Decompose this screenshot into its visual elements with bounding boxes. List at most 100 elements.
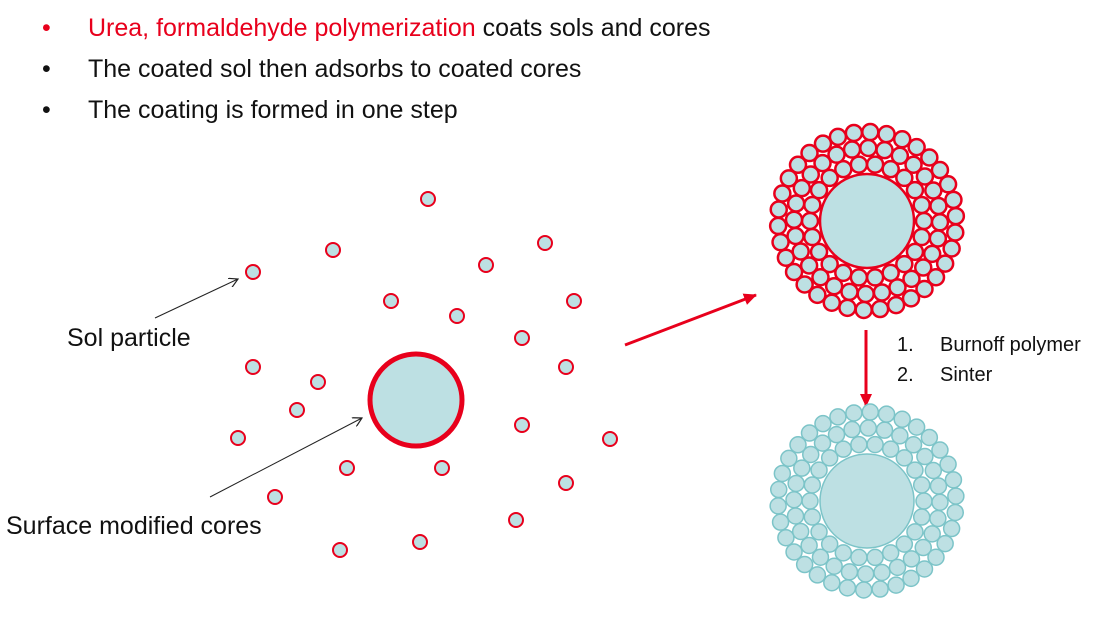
coating-particle (793, 459, 811, 477)
coating-particle (828, 127, 848, 147)
sol-particles (230, 191, 618, 558)
coated-core-cluster (768, 122, 966, 320)
sol-particle (558, 359, 574, 375)
coating-particle (803, 476, 822, 494)
bullet-item: •Urea, formaldehyde polymerization coats… (42, 8, 711, 49)
coating-particle (840, 563, 859, 581)
coating-particle (895, 168, 914, 188)
coating-particle (827, 425, 846, 444)
process-steps: 1.Burnoff polymer 2.Sinter (897, 330, 1081, 390)
coating-particle (780, 449, 798, 468)
coating-particle (895, 535, 914, 553)
coating-particle (813, 434, 832, 452)
coating-particle (929, 196, 948, 216)
coating-particle (888, 278, 907, 297)
coating-particle (865, 155, 885, 174)
sintered-core-cluster (769, 403, 965, 599)
coating-particle (942, 519, 961, 538)
coating-particle (915, 560, 934, 578)
coating-particle (840, 282, 859, 302)
coating-particle (865, 268, 885, 287)
coating-particle (905, 180, 925, 200)
coating-particle (859, 138, 878, 158)
sol-particle (602, 431, 618, 447)
coating-particle (834, 544, 853, 562)
coating-particle (902, 550, 921, 568)
coating-particle (854, 300, 873, 320)
coating-particle (907, 418, 926, 436)
coating-particle (930, 213, 950, 232)
coating-particle (820, 449, 839, 467)
coating-particle (926, 267, 946, 287)
coating-particle (906, 461, 924, 479)
coating-particle (861, 122, 880, 142)
bullet-highlight: Urea, formaldehyde polymerization (88, 14, 476, 42)
coating-particle (789, 436, 807, 454)
coating-particle (861, 403, 880, 421)
coating-particle (931, 493, 949, 512)
coating-particle (915, 167, 935, 186)
coating-particle (920, 428, 939, 447)
coating-particle (946, 223, 965, 242)
coating-particle (902, 569, 920, 588)
coating-particle (935, 254, 955, 273)
coating-particle (895, 449, 914, 467)
coating-particle (881, 159, 900, 179)
coating-particle (936, 534, 954, 553)
coating-particle (927, 548, 945, 566)
coating-particle (871, 580, 889, 598)
coating-arrow (624, 293, 757, 347)
bullet-dot: • (42, 96, 51, 124)
coating-particle (902, 269, 921, 289)
sol-particle (289, 402, 305, 418)
coating-particle (912, 195, 931, 215)
coating-particle (814, 414, 832, 433)
coating-particle (939, 455, 957, 474)
sol-particle (434, 460, 450, 476)
coating-particle (786, 507, 805, 525)
coating-particle (834, 263, 853, 283)
coating-particle (881, 440, 900, 458)
coating-particle (866, 435, 884, 454)
sol-particle (332, 542, 348, 558)
coating-particle (813, 153, 832, 173)
coating-particle (795, 555, 814, 574)
coating-particle (886, 295, 906, 315)
step-number: 1. (897, 334, 914, 356)
coating-particle (803, 508, 822, 526)
coating-particle (887, 576, 905, 594)
coating-particle (842, 140, 862, 159)
coating-particle (872, 283, 892, 302)
coating-particle (827, 145, 846, 164)
coating-particle (849, 155, 869, 174)
core-pointer (209, 418, 362, 498)
coating-particle (769, 480, 788, 499)
sol-particle (514, 330, 530, 346)
coating-particle (801, 492, 819, 510)
coating-particle (771, 513, 790, 531)
coating-particle (875, 140, 894, 160)
coating-particle (801, 165, 821, 184)
core (819, 453, 915, 549)
coating-particle (808, 285, 827, 305)
coating-particle (931, 441, 949, 459)
coating-particle (907, 137, 926, 157)
sol-particle (537, 235, 553, 251)
coating-particle (820, 535, 839, 553)
coating-particle (912, 476, 931, 494)
coating-particle (881, 544, 900, 562)
sol-particle (383, 293, 399, 309)
sol-particle (508, 512, 524, 528)
coating-particle (810, 523, 828, 541)
bullet-text: The coating is formed in one step (88, 96, 458, 124)
coating-particle (888, 558, 907, 577)
coating-particle (800, 143, 819, 163)
coating-particle (914, 211, 934, 231)
coating-particle (803, 227, 822, 247)
coating-particle (856, 565, 875, 583)
coating-particle (809, 180, 829, 200)
coating-particle (771, 232, 790, 252)
coating-particle (834, 440, 853, 458)
coating-particle (785, 490, 803, 509)
